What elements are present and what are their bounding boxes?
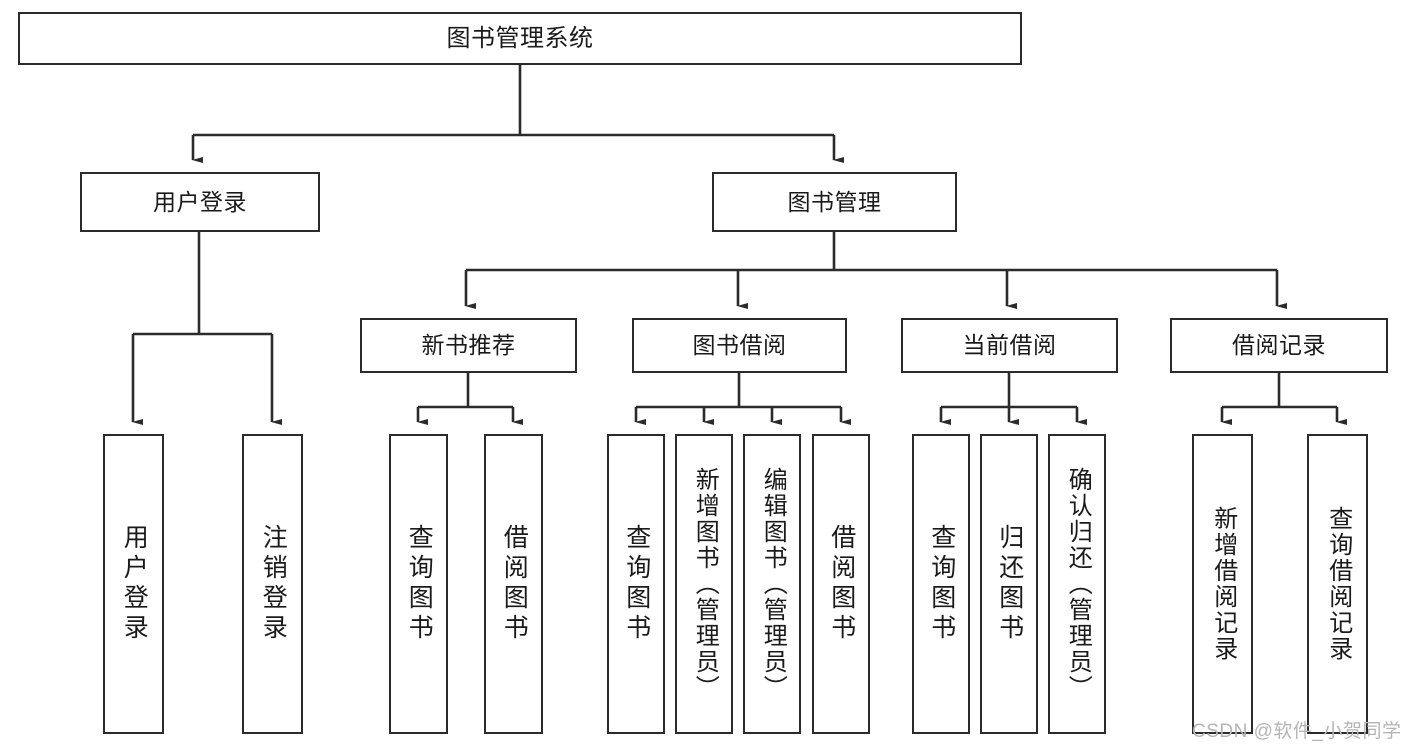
leaf-logout-login[interactable]: 注销登录 [242, 434, 303, 734]
leaf-query-book-current[interactable]: 查询图书 [912, 434, 970, 734]
leaf-user-login[interactable]: 用户登录 [103, 434, 164, 734]
node-label: 用户登录 [120, 524, 149, 644]
leaf-add-book-admin[interactable]: 新增图书（管理员） [675, 434, 733, 734]
leaf-borrow-book-recommend[interactable]: 借阅图书 [484, 434, 543, 734]
node-label: 图书借阅 [692, 332, 787, 359]
node-label: 查询图书 [622, 524, 651, 644]
node-label: 注销登录 [259, 524, 288, 644]
node-label: 借阅图书 [827, 524, 856, 644]
node-user-login[interactable]: 用户登录 [80, 172, 320, 232]
node-label: 确认归还（管理员） [1064, 467, 1092, 701]
node-new-book-recommend[interactable]: 新书推荐 [360, 318, 577, 373]
node-label: 借阅记录 [1232, 332, 1326, 359]
node-label: 新增借阅记录 [1209, 506, 1237, 662]
leaf-edit-book-admin[interactable]: 编辑图书（管理员） [743, 434, 801, 734]
leaf-query-borrow-record[interactable]: 查询借阅记录 [1307, 434, 1368, 734]
node-label: 归还图书 [995, 524, 1024, 644]
leaf-confirm-return-admin[interactable]: 确认归还（管理员） [1048, 434, 1106, 734]
leaf-add-borrow-record[interactable]: 新增借阅记录 [1192, 434, 1253, 734]
node-label: 当前借阅 [962, 332, 1057, 359]
node-label: 借阅图书 [500, 524, 529, 644]
node-root-system[interactable]: 图书管理系统 [18, 12, 1022, 65]
node-label: 图书管理 [787, 188, 882, 215]
node-label: 新书推荐 [421, 332, 516, 359]
node-book-management[interactable]: 图书管理 [712, 172, 957, 232]
node-label: 用户登录 [153, 188, 247, 215]
leaf-query-book-borrow[interactable]: 查询图书 [607, 434, 665, 734]
leaf-return-book[interactable]: 归还图书 [980, 434, 1038, 734]
leaf-borrow-book[interactable]: 借阅图书 [812, 434, 870, 734]
node-borrow-record[interactable]: 借阅记录 [1170, 318, 1388, 373]
node-label: 编辑图书（管理员） [759, 467, 787, 701]
node-label: 查询借阅记录 [1324, 506, 1352, 662]
csdn-watermark: CSDN @软件_小贺同学 [1192, 721, 1402, 742]
leaf-query-book-recommend[interactable]: 查询图书 [389, 434, 448, 734]
node-label: 图书管理系统 [446, 24, 594, 52]
node-current-borrow[interactable]: 当前借阅 [901, 318, 1118, 373]
node-book-borrow[interactable]: 图书借阅 [632, 318, 847, 373]
node-label: 查询图书 [405, 524, 434, 644]
node-label: 查询图书 [927, 524, 956, 644]
node-label: 新增图书（管理员） [691, 467, 719, 701]
